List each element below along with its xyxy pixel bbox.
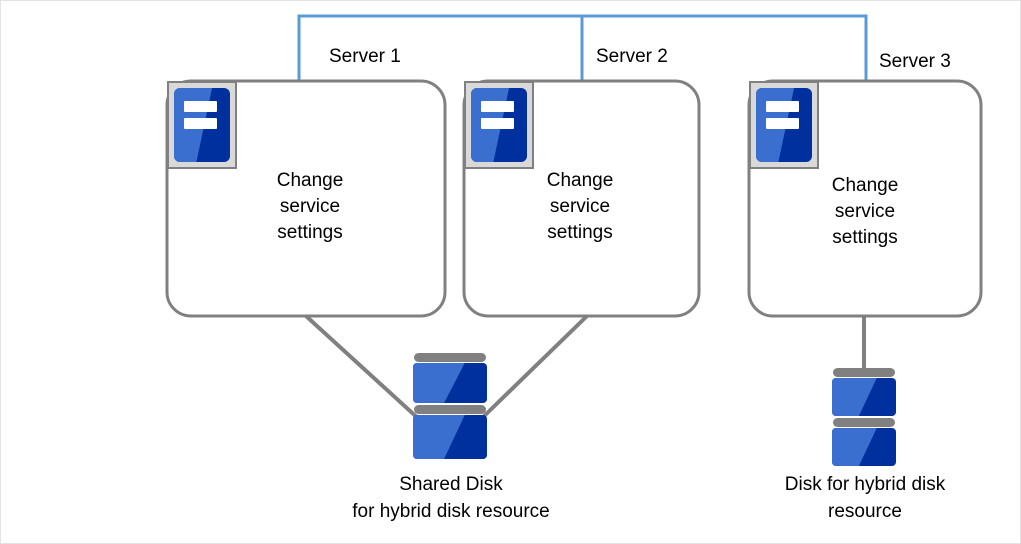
shared-disk-icon [413, 353, 487, 459]
server-bar-bottom [481, 117, 514, 129]
server-body-line: settings [547, 222, 613, 243]
server-icon-2 [464, 81, 534, 169]
server3-disk-caption: Disk for hybrid disk resource [749, 471, 981, 525]
disk-caption-line: for hybrid disk resource [352, 501, 550, 522]
server-body-line: settings [832, 227, 898, 248]
disk-ring-middle [414, 405, 486, 414]
connector-server2-shared-disk [477, 314, 589, 423]
server-body-line: Change [831, 175, 899, 196]
server-bar-bottom [184, 117, 217, 129]
server-body-line: settings [277, 222, 343, 243]
server-title-1: Server 1 [329, 46, 401, 67]
server-body-line: service [834, 201, 896, 222]
server-body-1: Change service settings [246, 168, 374, 246]
server-body-3: Change service settings [801, 173, 929, 251]
disk-caption-line: Disk for hybrid disk [784, 474, 946, 495]
server3-disk-icon [832, 368, 896, 466]
server-body-2: Change service settings [516, 168, 644, 246]
server-bar-bottom [766, 117, 799, 129]
server-title-2: Server 2 [596, 46, 668, 67]
shared-disk-caption: Shared Disk for hybrid disk resource [321, 471, 581, 525]
server-bar-top [481, 101, 514, 113]
disk-platter-bottom [832, 428, 896, 466]
server-body-line: service [279, 196, 341, 217]
server-title-3: Server 3 [879, 51, 951, 72]
server-chassis [174, 88, 230, 162]
server-body-line: Change [546, 170, 614, 191]
server-icon-1 [167, 81, 237, 169]
server-icon-3 [749, 81, 819, 169]
connector-server1-shared-disk [304, 314, 423, 423]
server-chassis [756, 88, 812, 162]
disk-caption-line: Shared Disk [399, 474, 503, 495]
server-bar-top [766, 101, 799, 113]
disk-ring-top [414, 353, 486, 362]
disk-ring-middle [833, 418, 895, 427]
disk-platter-bottom [413, 415, 487, 459]
server-body-line: Change [276, 170, 344, 191]
disk-ring-top [833, 368, 895, 377]
server-chassis [471, 88, 527, 162]
disk-platter-top [413, 363, 487, 403]
server-bar-top [184, 101, 217, 113]
disk-platter-top [832, 378, 896, 416]
disk-caption-line: resource [828, 501, 902, 522]
server-body-line: service [549, 196, 611, 217]
